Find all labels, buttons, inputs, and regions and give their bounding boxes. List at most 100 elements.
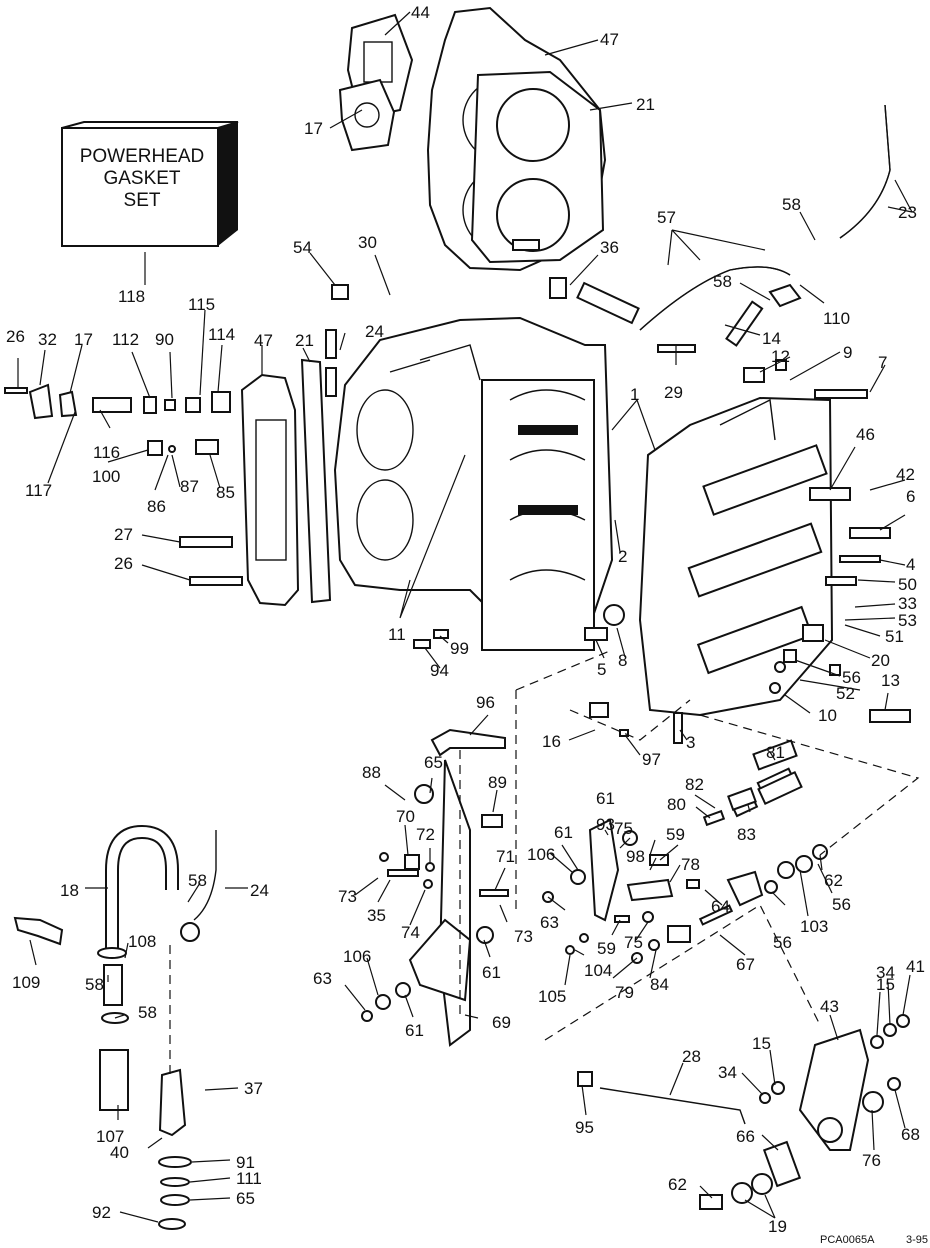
callout-57: 57 bbox=[657, 208, 676, 227]
callout-32: 32 bbox=[38, 330, 57, 349]
callout-61: 61 bbox=[405, 1021, 424, 1040]
callout-75: 75 bbox=[624, 933, 643, 952]
callout-44: 44 bbox=[411, 3, 430, 22]
callout-7: 7 bbox=[878, 353, 887, 372]
callout-2: 2 bbox=[618, 547, 627, 566]
callout-52: 52 bbox=[836, 684, 855, 703]
callout-41: 41 bbox=[906, 957, 925, 976]
callout-81: 81 bbox=[766, 743, 785, 762]
callout-15: 15 bbox=[752, 1034, 771, 1053]
callout-94: 94 bbox=[430, 661, 449, 680]
callout-21: 21 bbox=[295, 331, 314, 350]
callout-47: 47 bbox=[254, 331, 273, 350]
callout-79: 79 bbox=[615, 983, 634, 1002]
fitting-assembly bbox=[13, 824, 217, 1230]
callout-73: 73 bbox=[338, 887, 357, 906]
callout-111: 111 bbox=[236, 1169, 262, 1188]
callout-58: 58 bbox=[138, 1003, 157, 1022]
callout-8: 8 bbox=[618, 651, 627, 670]
box-line-1: POWERHEAD bbox=[80, 146, 205, 167]
callout-84: 84 bbox=[650, 975, 669, 994]
callout-61: 61 bbox=[482, 963, 501, 982]
callout-108: 108 bbox=[128, 932, 156, 951]
callout-50: 50 bbox=[898, 575, 917, 594]
callout-61: 61 bbox=[596, 789, 615, 808]
callout-26: 26 bbox=[114, 554, 133, 573]
callout-58: 58 bbox=[782, 195, 801, 214]
callout-72: 72 bbox=[416, 825, 435, 844]
callout-9: 9 bbox=[843, 343, 852, 362]
callout-34: 34 bbox=[718, 1063, 737, 1082]
callout-4: 4 bbox=[906, 555, 915, 574]
callout-59: 59 bbox=[597, 939, 616, 958]
callout-42: 42 bbox=[896, 465, 915, 484]
callout-33: 33 bbox=[898, 594, 917, 613]
callout-96: 96 bbox=[476, 693, 495, 712]
cylinder-block bbox=[333, 316, 614, 651]
callout-118: 118 bbox=[118, 287, 145, 306]
callout-21: 21 bbox=[636, 95, 655, 114]
callout-20: 20 bbox=[871, 651, 890, 670]
callout-117: 117 bbox=[25, 481, 52, 500]
callout-40: 40 bbox=[110, 1143, 129, 1162]
callout-56: 56 bbox=[842, 668, 861, 687]
callout-63: 63 bbox=[313, 969, 332, 988]
callout-65: 65 bbox=[424, 753, 443, 772]
callout-97: 97 bbox=[642, 750, 661, 769]
callout-68: 68 bbox=[901, 1125, 920, 1144]
callout-58: 58 bbox=[713, 272, 732, 291]
callout-116: 116 bbox=[93, 443, 120, 462]
callout-93: 93 bbox=[596, 815, 615, 834]
callout-53: 53 bbox=[898, 611, 917, 630]
exhaust-cover bbox=[240, 329, 337, 607]
callout-10: 10 bbox=[818, 706, 837, 725]
callout-109: 109 bbox=[12, 973, 40, 992]
dashed-reference-lines bbox=[169, 649, 920, 1080]
callout-106: 106 bbox=[527, 845, 555, 864]
callout-56: 56 bbox=[832, 895, 851, 914]
callout-99: 99 bbox=[450, 639, 469, 658]
callout-107: 107 bbox=[96, 1127, 124, 1146]
callout-58: 58 bbox=[188, 871, 207, 890]
callout-75: 75 bbox=[614, 819, 633, 838]
callout-1: 1 bbox=[630, 385, 639, 404]
callout-71: 71 bbox=[496, 847, 515, 866]
callout-24: 24 bbox=[250, 881, 269, 900]
callout-36: 36 bbox=[600, 238, 619, 257]
callout-70: 70 bbox=[396, 807, 415, 826]
callout-115: 115 bbox=[188, 295, 215, 314]
callout-23: 23 bbox=[898, 203, 917, 222]
callout-18: 18 bbox=[60, 881, 79, 900]
callout-103: 103 bbox=[800, 917, 828, 936]
callout-3: 3 bbox=[686, 733, 695, 752]
callout-59: 59 bbox=[666, 825, 685, 844]
callout-106: 106 bbox=[343, 947, 371, 966]
callout-74: 74 bbox=[401, 923, 420, 942]
callout-12: 12 bbox=[771, 347, 790, 366]
callout-63: 63 bbox=[540, 913, 559, 932]
callout-112: 112 bbox=[112, 330, 139, 349]
leader-lines bbox=[17, 11, 913, 1223]
callout-88: 88 bbox=[362, 763, 381, 782]
callout-85: 85 bbox=[216, 483, 235, 502]
callout-66: 66 bbox=[736, 1127, 755, 1146]
callout-43: 43 bbox=[820, 997, 839, 1016]
callout-92: 92 bbox=[92, 1203, 111, 1222]
callout-62: 62 bbox=[824, 871, 843, 890]
callout-62: 62 bbox=[668, 1175, 687, 1194]
callout-17: 17 bbox=[304, 119, 323, 138]
callout-47: 47 bbox=[600, 30, 619, 49]
callout-73: 73 bbox=[514, 927, 533, 946]
callout-54: 54 bbox=[293, 238, 312, 257]
callout-89: 89 bbox=[488, 773, 507, 792]
callout-98: 98 bbox=[626, 847, 645, 866]
callout-76: 76 bbox=[862, 1151, 881, 1170]
callout-104: 104 bbox=[584, 961, 612, 980]
callout-64: 64 bbox=[711, 897, 730, 916]
callout-34: 34 bbox=[876, 963, 895, 982]
callout-30: 30 bbox=[358, 233, 377, 252]
callout-95: 95 bbox=[575, 1118, 594, 1137]
cylinder-head-assembly bbox=[338, 6, 607, 272]
callout-37: 37 bbox=[244, 1079, 263, 1098]
